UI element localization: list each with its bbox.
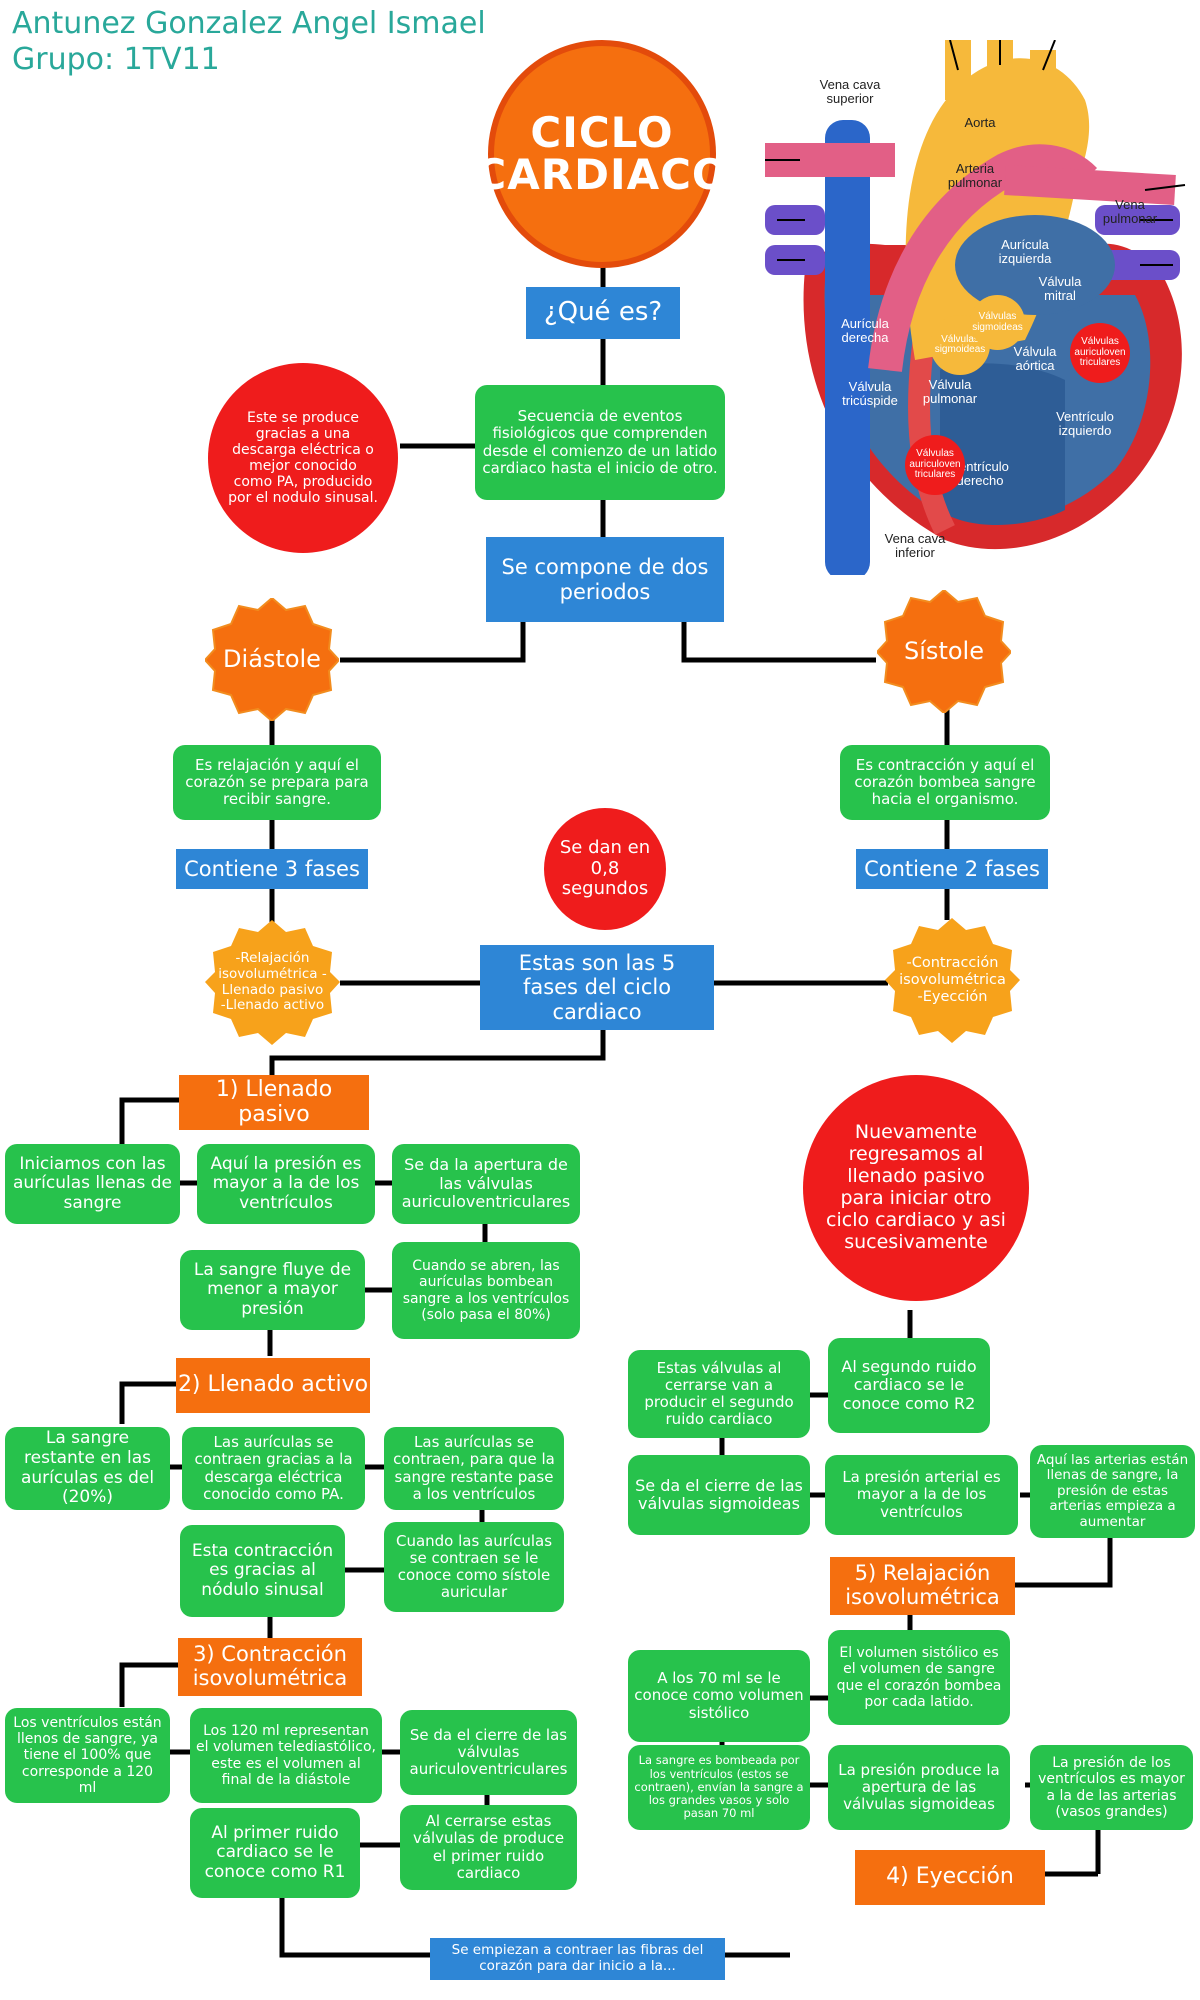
fases-sistole-shape bbox=[885, 918, 1020, 1043]
fases-diastole-badge: -Relajación isovolumétrica -Llenado pasi… bbox=[205, 920, 340, 1045]
pa-nota-circle: Este se produce gracias a una descarga e… bbox=[208, 363, 398, 553]
que-es-box: ¿Qué es? bbox=[526, 287, 680, 339]
sistole-label: Sístole bbox=[904, 636, 984, 665]
label-valvula-tricuspide: Válvula tricúspide bbox=[842, 379, 898, 409]
f3-r1: Al primer ruido cardiaco se le conoce co… bbox=[190, 1808, 360, 1898]
heart-diagram: Vena cava superior Aorta Arteria pulmona… bbox=[765, 39, 1195, 580]
f1-auriculas-llenas: Iniciamos con las aurículas llenas de sa… bbox=[5, 1144, 180, 1224]
f2-nodulo-sinusal: Esta contracción es gracias al nódulo si… bbox=[180, 1525, 345, 1617]
f2-sistole-auricular: Cuando las aurículas se contraen se le c… bbox=[384, 1522, 564, 1612]
f4-apertura-sigmoideas: La presión produce la apertura de las vá… bbox=[828, 1745, 1010, 1830]
label-auricula-derecha: Aurícula derecha bbox=[841, 316, 889, 346]
badge-sigmoideas-2: Válvulas sigmoideas bbox=[970, 295, 1025, 350]
badge-auriculoventriculares-2: Válvulas auriculoven triculares bbox=[905, 435, 965, 495]
f1-auriculas-bombean: Cuando se abren, las aurículas bombean s… bbox=[392, 1242, 580, 1339]
sistole-desc-box: Es contracción y aquí el corazón bombea … bbox=[840, 745, 1050, 820]
label-valvula-aortica: Válvula aórtica bbox=[1013, 344, 1057, 374]
sistole-badge: Sístole bbox=[877, 590, 1011, 713]
f1-sangre-fluye: La sangre fluye de menor a mayor presión bbox=[180, 1250, 365, 1330]
f3-volumen-telediastolico: Los 120 ml representan el volumen teledi… bbox=[190, 1708, 382, 1803]
f5-presion-arterial: La presión arterial es mayor a la de los… bbox=[825, 1455, 1018, 1535]
periodos-box: Se compone de dos periodos bbox=[486, 537, 724, 622]
f5-r2: Al segundo ruido cardiaco se le conoce c… bbox=[828, 1338, 990, 1433]
fase-1-header: 1) Llenado pasivo bbox=[179, 1075, 369, 1130]
diastole-desc-box: Es relajación y aquí el corazón se prepa… bbox=[173, 745, 381, 820]
fases-diastole-shape bbox=[205, 920, 340, 1045]
fase-4-header: 4) Eyección bbox=[855, 1850, 1045, 1905]
badge-auriculoventriculares-1: Válvulas auriculoven triculares bbox=[1070, 323, 1130, 383]
f5-cierre-sigmoideas: Se da el cierre de las válvulas sigmoide… bbox=[628, 1455, 810, 1535]
final-circle: Nuevamente regresamos al llenado pasivo … bbox=[803, 1075, 1029, 1301]
f4-presion-ventriculos: La presión de los ventrículos es mayor a… bbox=[1030, 1745, 1193, 1830]
f3-ventriculos-llenos: Los ventrículos están llenos de sangre, … bbox=[5, 1708, 170, 1803]
fase-3-header: 3) Contracción isovolumétrica bbox=[178, 1638, 362, 1696]
label-vena-cava-superior: Vena cava superior bbox=[819, 77, 881, 107]
fase-5-header: 5) Relajación isovolumétrica bbox=[830, 1557, 1015, 1615]
title-line-1: CICLO bbox=[530, 108, 674, 157]
f2-sangre-restante: La sangre restante en las aurículas es d… bbox=[5, 1427, 170, 1510]
empiezan-contraer-box: Se empiezan a contraer las fibras del co… bbox=[430, 1938, 725, 1980]
label-aorta: Aorta bbox=[964, 115, 996, 130]
contiene-2-box: Contiene 2 fases bbox=[856, 849, 1048, 889]
f4-sangre-bombeada: La sangre es bombeada por los ventrículo… bbox=[628, 1745, 810, 1830]
f5-segundo-ruido: Estas válvulas al cerrarse van a produci… bbox=[628, 1350, 810, 1438]
title-line-2: CARDIACO bbox=[475, 150, 729, 199]
f3-primer-ruido: Al cerrarse estas válvulas de produce el… bbox=[400, 1805, 577, 1890]
tiempo-circle: Se dan en 0,8 segundos bbox=[544, 808, 666, 930]
f5-arterias-llenas: Aquí las arterias están llenas de sangre… bbox=[1030, 1445, 1195, 1538]
label-arteria-pulmonar: Arteria pulmonar bbox=[947, 161, 1003, 191]
f4-volumen-definicion: El volumen sistólico es el volumen de sa… bbox=[828, 1630, 1010, 1725]
heart-illustration bbox=[765, 39, 1186, 580]
label-valvula-mitral: Válvula mitral bbox=[1038, 274, 1082, 304]
label-valvula-pulmonar: Válvula pulmonar bbox=[922, 377, 978, 407]
label-vena-pulmonar: Vena pulmonar bbox=[1102, 197, 1158, 227]
f2-contraen-pa: Las aurículas se contraen gracias a la d… bbox=[182, 1427, 365, 1510]
cinco-fases-box: Estas son las 5 fases del ciclo cardiaco bbox=[480, 945, 714, 1030]
fases-diastole-text: -Relajación isovolumétrica -Llenado pasi… bbox=[218, 950, 327, 1014]
f4-volumen-sistolico: A los 70 ml se le conoce como volumen si… bbox=[628, 1650, 810, 1742]
fase-2-header: 2) Llenado activo bbox=[176, 1358, 370, 1413]
f3-cierre-valvulas: Se da el cierre de las válvulas auriculo… bbox=[400, 1710, 577, 1795]
label-auricula-izquierda: Aurícula izquierda bbox=[998, 237, 1052, 267]
diastole-badge: Diástole bbox=[205, 598, 339, 721]
label-vena-cava-inferior: Vena cava inferior bbox=[884, 531, 946, 561]
sistole-badge-shape bbox=[877, 590, 1011, 713]
label-ventriculo-derecho: Ventrículo derecho bbox=[951, 459, 1009, 489]
author-name: Antunez Gonzalez Angel Ismael bbox=[12, 6, 486, 41]
group-label: Grupo: 1TV11 bbox=[12, 42, 220, 77]
fases-sistole-badge: -Contracción isovolumétrica -Eyección bbox=[885, 918, 1020, 1043]
f2-contraen-sangre-pasa: Las aurículas se contraen, para que la s… bbox=[384, 1427, 564, 1510]
contiene-3-box: Contiene 3 fases bbox=[176, 849, 368, 889]
diastole-label: Diástole bbox=[223, 644, 321, 673]
definicion-box: Secuencia de eventos fisiológicos que co… bbox=[475, 385, 725, 500]
f1-presion-mayor: Aquí la presión es mayor a la de los ven… bbox=[197, 1144, 375, 1224]
diastole-badge-shape bbox=[205, 598, 339, 721]
f1-apertura-valvulas: Se da la apertura de las válvulas auricu… bbox=[392, 1144, 580, 1224]
label-ventriculo-izquierdo: Ventrículo izquierdo bbox=[1056, 409, 1114, 439]
fases-sistole-text: -Contracción isovolumétrica -Eyección bbox=[899, 955, 1006, 1005]
